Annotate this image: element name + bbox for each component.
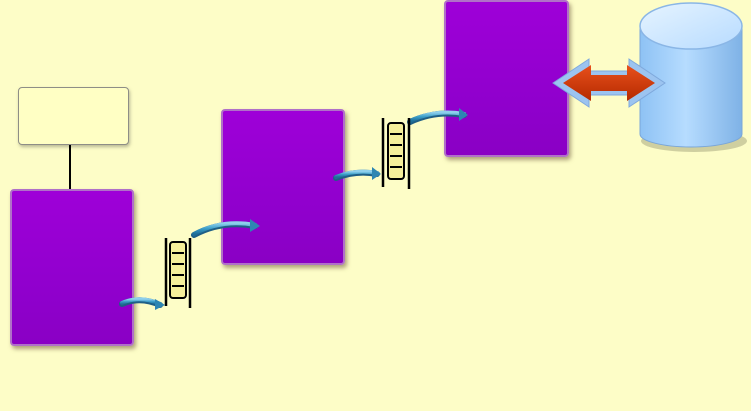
flow-arrow-icon: [407, 108, 468, 125]
pipeline-stage-2: [221, 109, 345, 265]
pipeline-stage-3: [444, 0, 569, 157]
double-arrow-icon: [552, 58, 666, 108]
pipeline-stage-1: [10, 189, 134, 346]
flow-arrow-icon: [119, 297, 165, 310]
flow-arrow-icon: [191, 219, 260, 238]
queue-buffer-icon: [381, 118, 411, 189]
annotation-connector-line: [69, 145, 71, 189]
database-cylinder-icon: [639, 2, 747, 152]
queue-buffer-icon: [164, 238, 192, 308]
flow-arrow-icon: [333, 167, 381, 181]
annotation-box: [18, 87, 129, 145]
